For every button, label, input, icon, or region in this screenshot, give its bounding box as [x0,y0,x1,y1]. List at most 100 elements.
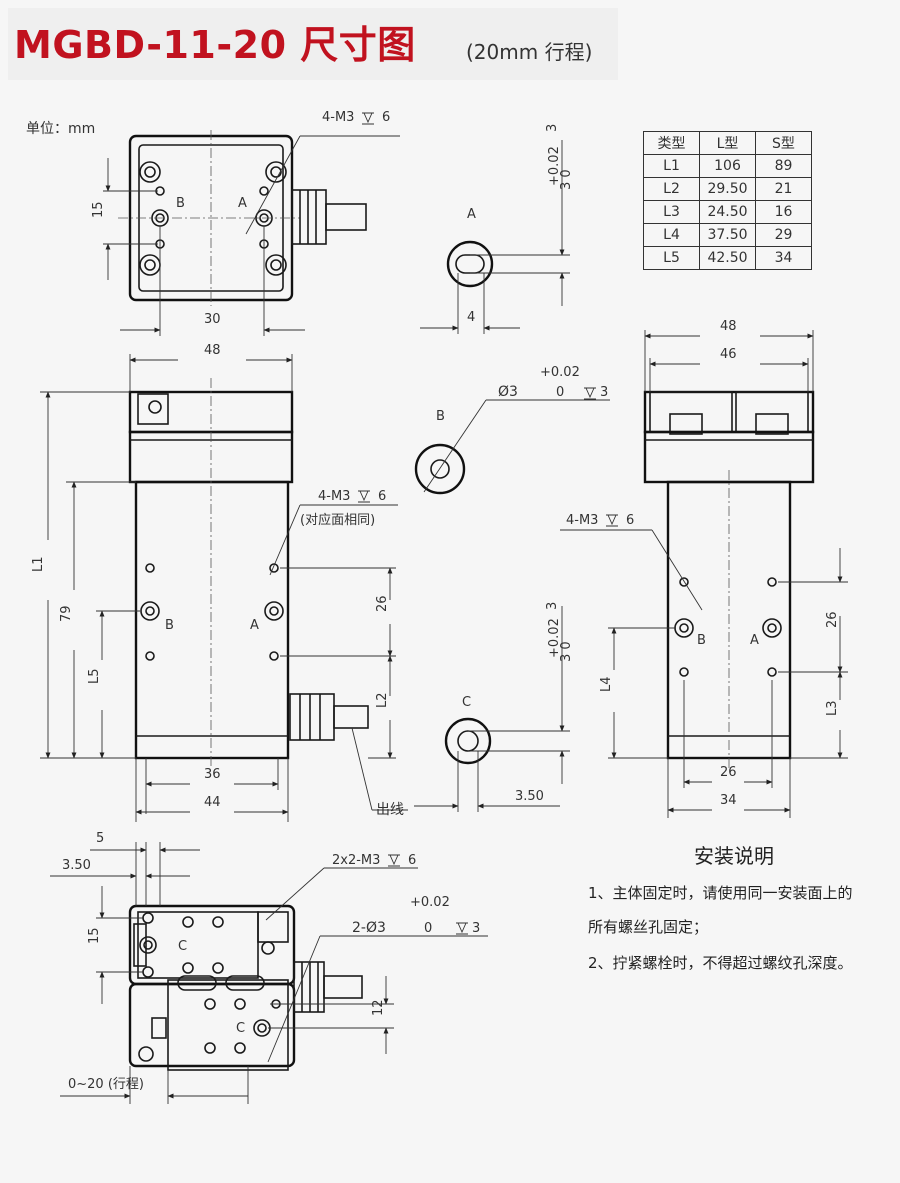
dim-4: 4 [467,310,475,325]
unit-label: 单位：mm [26,121,96,137]
label-c-bottom-2: C [236,1021,245,1036]
table-cell: 34 [755,246,812,270]
callout-depth-top: 6 [382,110,390,125]
callout-2phi3-zero: 0 [424,921,432,936]
table-cell: 24.50 [699,200,756,224]
tol-c: +0.02 [547,618,562,658]
front-view: 48 36 44 L1 79 L5 26 L2 B [31,343,408,822]
page-subtitle: (20mm 行程) [466,40,593,64]
table-cell: 29 [755,223,812,247]
table-cell: 42.50 [699,246,756,270]
callout-2x2m3-depth: 6 [408,853,416,868]
table-row: L1 106 89 [643,154,812,178]
dim-34: 34 [720,793,737,808]
detail-a-slot: 4 A +0.02 3 0 3 [420,124,574,334]
dim-3-50-bottom: 3.50 [62,858,91,873]
dim-5: 5 [96,831,104,846]
tol-b-depth: 3 [600,385,608,400]
label-b-detail: B [436,409,445,424]
tol-a-zero: 3 0 [559,169,574,190]
table-header-cell: S型 [755,131,812,155]
install-note-1-line-1: 1、主体固定时，请使用同一安装面上的 [588,884,853,902]
callout-4m3-top: 4-M3 [322,110,354,125]
label-c-detail: C [462,695,471,710]
detail-c-hole: 3.50 C +0.02 3 0 3 [414,602,574,812]
callout-depth-side: 6 [626,513,634,528]
label-a-side: A [750,633,759,648]
label-a-detail: A [467,207,476,222]
side-view: 48 46 26 34 L4 26 L3 B A 4-M3 [560,319,848,818]
detail-b-hole: B +0.02 Ø3 0 3 [414,365,610,495]
table-cell: 37.50 [699,223,756,247]
dim-79: 79 [59,605,74,622]
spec-table: 类型 L型 S型 L1 106 89 L2 29.50 21 L3 24.50 … [643,131,812,270]
callout-4m3-side: 4-M3 [566,513,598,528]
install-note-2: 2、拧紧螺栓时，不得超过螺纹孔深度。 [588,954,853,972]
callout-depth-front: 6 [378,489,386,504]
tol-b-plus: +0.02 [540,365,580,380]
tol-c-zero: 3 0 [559,641,574,662]
bottom-view: 5 3.50 15 12 0~20 (行程) C C 2x2-M3 6 +0.0… [50,831,488,1104]
table-header-row: 类型 L型 S型 [643,131,812,155]
callout-2phi3: 2-Ø3 [352,920,386,936]
table-cell: 16 [755,200,812,224]
tol-b-phi: Ø3 [498,384,518,400]
table-cell: L1 [643,154,700,178]
table-cell: 21 [755,177,812,201]
table-cell: 89 [755,154,812,178]
callout-2x2m3: 2x2-M3 [332,853,380,868]
dim-48-front: 48 [204,343,221,358]
tol-c-depth: 3 [545,602,560,610]
label-b-top: B [176,196,185,211]
install-note-1-line-2: 所有螺丝孔固定； [588,918,709,936]
callout-2phi3-plus: +0.02 [410,895,450,910]
dim-26-front: 26 [375,595,390,612]
dim-l2: L2 [375,692,390,708]
dim-l5: L5 [87,668,102,684]
dim-26-side: 26 [825,611,840,628]
dim-15-bottom: 15 [87,927,102,944]
dim-l1: L1 [31,556,46,572]
table-cell: 29.50 [699,177,756,201]
table-cell: L5 [643,246,700,270]
table-cell: L2 [643,177,700,201]
dim-stroke-range: 0~20 (行程) [68,1077,144,1092]
dim-l3: L3 [825,700,840,716]
install-title: 安装说明 [694,844,774,868]
dim-46: 46 [720,347,737,362]
table-cell: L4 [643,223,700,247]
table-header-cell: 类型 [643,131,700,155]
label-b-front: B [165,618,174,633]
title-band [8,8,618,80]
dim-3-50-c: 3.50 [515,789,544,804]
top-view: 15 30 B A 4-M3 6 [91,110,400,336]
label-a-front: A [250,618,259,633]
table-row: L3 24.50 16 [643,200,812,224]
dim-48-side: 48 [720,319,737,334]
dim-36: 36 [204,767,221,782]
dim-l4: L4 [599,676,614,692]
table-row: L4 37.50 29 [643,223,812,247]
label-a-top: A [238,196,247,211]
dim-12: 12 [371,999,386,1016]
callout-same-opposite: (对应面相同) [300,512,375,528]
dim-26-side-bottom: 26 [720,765,737,780]
label-cable-out: 出线 [376,802,404,818]
tol-a-depth: 3 [545,124,560,132]
dim-30: 30 [204,312,221,327]
label-b-side: B [697,633,706,648]
callout-2phi3-depth: 3 [472,921,480,936]
table-row: L5 42.50 34 [643,246,812,270]
tol-b-zero: 0 [556,385,564,400]
table-row: L2 29.50 21 [643,177,812,201]
dim-15-top: 15 [91,201,106,218]
callout-4m3-front: 4-M3 [318,489,350,504]
dim-44: 44 [204,795,221,810]
page-title: MGBD-11-20 尺寸图 [14,23,416,67]
table-cell: 106 [699,154,756,178]
label-c-bottom-1: C [178,939,187,954]
table-cell: L3 [643,200,700,224]
tol-a: +0.02 [547,146,562,186]
table-header-cell: L型 [699,131,756,155]
